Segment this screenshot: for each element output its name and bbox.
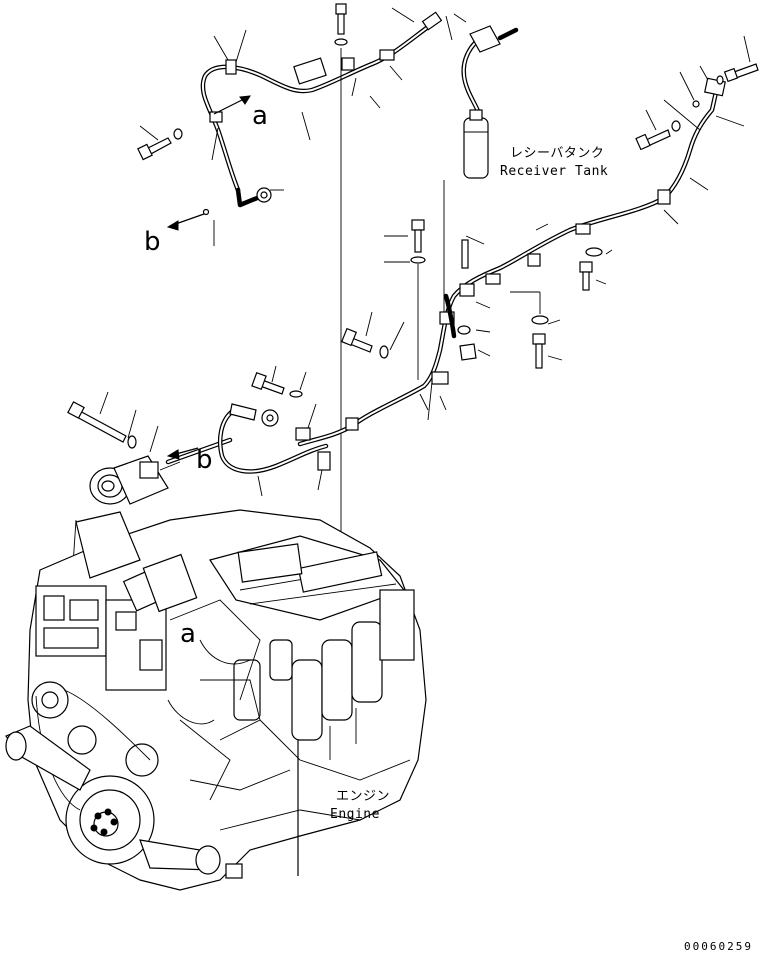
- right-hose-run: [297, 77, 726, 447]
- engine-label-jp: エンジン: [336, 789, 390, 804]
- upper-hose-assembly: [200, 11, 443, 208]
- view-letter-a-engine: a: [180, 619, 196, 649]
- view-a-callout-top: a: [213, 95, 268, 131]
- middle-fasteners: [340, 219, 447, 421]
- engine-assembly: [5, 509, 427, 891]
- receiver-tank-label-jp: レシーバタンク: [510, 146, 604, 161]
- view-letter-b-top: b: [144, 227, 161, 257]
- engine-callout: エンジン Engine: [330, 789, 390, 822]
- view-b-callout-mid: b: [166, 445, 213, 475]
- top-center-bolt: [334, 3, 348, 560]
- engine-label-en: Engine: [330, 807, 380, 822]
- view-b-callout-top: b: [144, 208, 210, 257]
- receiver-tank-label-en: Receiver Tank: [500, 164, 608, 179]
- right-fasteners: [461, 35, 759, 369]
- view-letter-a-top: a: [252, 101, 268, 131]
- bolt-upper-left: [137, 125, 183, 161]
- view-a-callout-engine: a: [180, 619, 196, 649]
- view-letter-b-mid: b: [196, 445, 213, 475]
- document-number: 00060259: [684, 940, 753, 953]
- compressor-assembly: [67, 365, 331, 581]
- receiver-tank-assembly: レシーバタンク Receiver Tank: [443, 13, 608, 314]
- leader-lines-upper: [211, 7, 415, 246]
